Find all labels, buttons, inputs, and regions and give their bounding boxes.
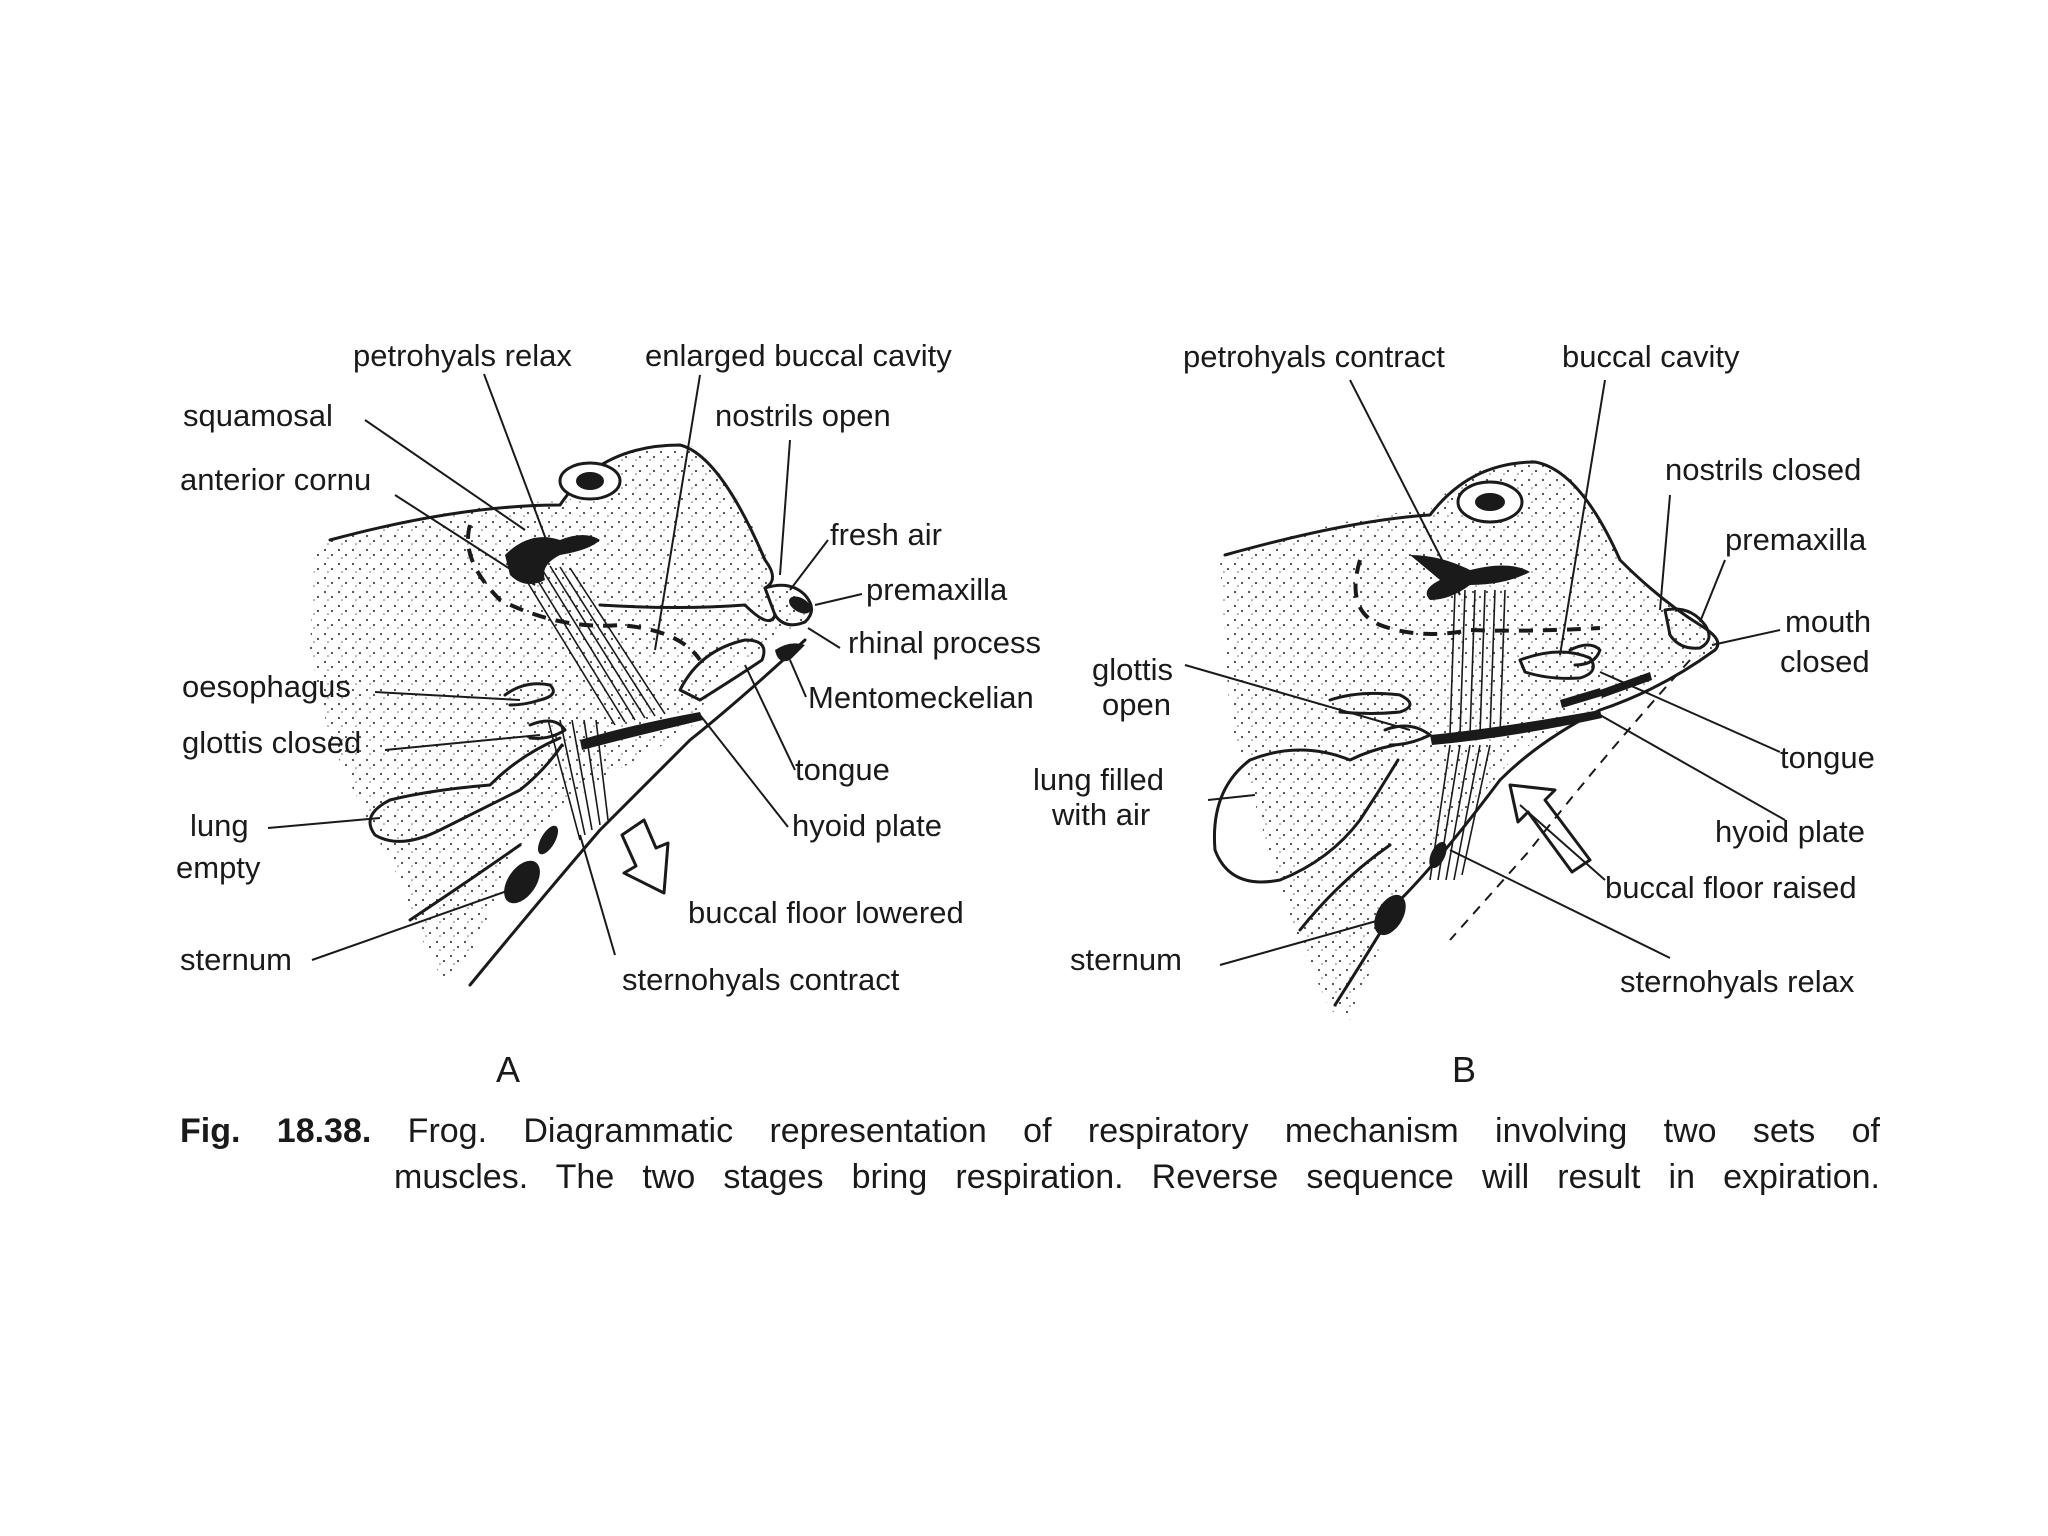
panel-b-jaw-bar-2 [1560,688,1602,708]
label-a-lung-line1: lung [190,808,249,843]
label-b-sternohyals: sternohyals relax [1620,964,1855,999]
panel-a-buccal-outline [466,524,702,662]
panel-b-squamosal-bone [1410,555,1530,600]
panel-a-oesophagus [503,682,555,707]
caption-fig-number: Fig. 18.38. [180,1112,372,1150]
panel-a-sternum-bone [504,860,540,904]
panel-b: petrohyals contract buccal cavity nostri… [1033,339,1875,1090]
panel-b-sternum-bone [1374,894,1406,936]
panel-b-leader-lines [1184,379,1786,966]
label-b-buccal-cavity: buccal cavity [1562,339,1740,374]
label-b-petrohyals: petrohyals contract [1183,339,1445,374]
label-a-nostrils: nostrils open [715,398,891,433]
panel-b-buccal-outline [1353,559,1601,636]
label-a-tongue: tongue [795,752,890,787]
label-b-premaxilla: premaxilla [1725,522,1867,557]
label-a-buccal-floor: buccal floor lowered [688,895,964,930]
panel-a-muscle-fibres [519,565,666,841]
panel-a-skull-line [328,443,774,590]
panel-a-throat [408,843,522,922]
panel-b-muscle-fibres [1429,589,1506,881]
caption-line-2: muscles. The two stages bring respiratio… [394,1158,1880,1196]
label-a-sternohyals: sternohyals contract [622,962,900,997]
label-b-glottis-line1: glottis [1092,652,1173,687]
panel-a-squamosal-bone [505,535,600,584]
panel-b-eye-pupil [1475,493,1505,511]
caption-line-1: Fig. 18.38. Frog. Diagrammatic represent… [180,1108,1880,1154]
panel-b-hyoid-bar [1430,710,1602,745]
panel-b-tongue [1518,650,1595,680]
figure-caption: Fig. 18.38. Frog. Diagrammatic represent… [180,1108,1880,1200]
panel-a-lung [368,736,564,843]
panel-a-upper-jaw [598,603,777,623]
panel-b-labels: petrohyals contract buccal cavity nostri… [1033,339,1875,1090]
label-a-sternum: sternum [180,942,292,977]
label-a-petrohyals: petrohyals relax [353,338,572,373]
label-b-mouth-line2: closed [1780,644,1870,679]
label-a-enlarged-buccal-cavity: enlarged buccal cavity [645,338,952,373]
label-b-hyoid-plate: hyoid plate [1715,814,1865,849]
label-a-fresh-air: fresh air [830,517,942,552]
panel-b-lung [1212,743,1400,884]
panel-a-glottis [528,719,567,740]
label-a-mentomeckelian: Mentomeckelian [808,680,1034,715]
panel-a-buccal-floor-arrow [620,818,670,895]
label-b-lung-line2: with air [1051,797,1150,832]
panel-b-sternohyal-insertion [1429,841,1447,869]
label-a-squamosal: squamosal [183,398,333,433]
panel-b-skull-line [1223,460,1720,652]
panel-b-oesophagus [1328,691,1412,715]
label-a-hyoid-plate: hyoid plate [792,808,942,843]
panel-b-letter: B [1452,1049,1476,1090]
panel-b-snout [1663,607,1711,650]
label-a-rhinal-process: rhinal process [848,625,1041,660]
label-b-lung-line1: lung filled [1033,762,1164,797]
panel-a-hyoid-bar [580,712,703,750]
panel-a-lower-jaw [468,638,807,987]
label-b-mouth-line1: mouth [1785,604,1871,639]
panel-a-eye-pupil [576,472,604,490]
label-b-glottis-line2: open [1102,687,1171,722]
panel-a-letter: A [496,1049,520,1090]
panel-a-leader-lines [267,373,863,961]
panel-a-sternohyal-insertion [537,825,559,855]
panel-a-snout [763,583,813,627]
panel-a: petrohyals relax enlarged buccal cavity … [176,338,1041,1090]
label-b-buccal-floor: buccal floor raised [1605,870,1857,905]
panel-b-premaxilla-tongue [1568,643,1602,667]
label-b-sternum: sternum [1070,942,1182,977]
label-a-oesophagus: oesophagus [182,669,351,704]
panel-b-buccal-floor-arrow [1508,783,1592,874]
panel-a-tongue [678,638,766,702]
panel-a-head-body [310,444,813,986]
label-a-glottis: glottis closed [182,725,361,760]
label-a-lung-line2: empty [176,850,261,885]
panel-a-labels: petrohyals relax enlarged buccal cavity … [176,338,1041,1090]
label-b-nostrils: nostrils closed [1665,452,1861,487]
panel-b-lower-skin [1298,843,1392,932]
label-a-anterior-cornu: anterior cornu [180,462,371,497]
label-b-tongue: tongue [1780,740,1875,775]
caption-line-1-text: Frog. Diagrammatic representation of res… [407,1112,1880,1150]
panel-b-jaw-bar-1 [1600,672,1652,698]
panel-a-premaxilla-mark [789,596,811,614]
label-a-premaxilla: premaxilla [866,572,1008,607]
